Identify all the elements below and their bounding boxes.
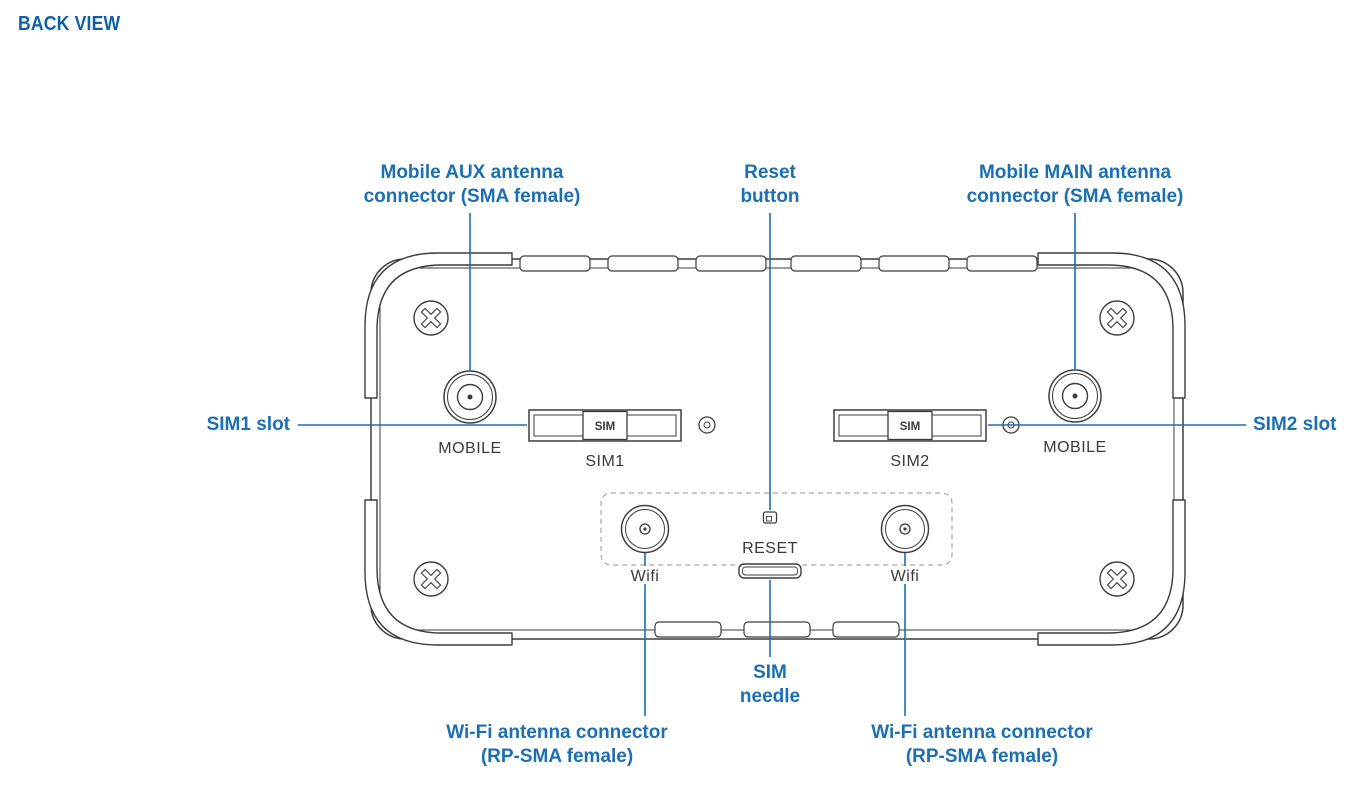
sim1-slot: SIM (528, 409, 682, 442)
wifi-right-connector (880, 504, 930, 554)
sim2-tray-label: SIM (900, 421, 920, 433)
vent-slot (966, 255, 1038, 272)
screw-top-right (1099, 300, 1135, 336)
vent-slot (519, 255, 591, 272)
callout-reset-line1: Reset (744, 162, 796, 183)
bumper-top-right (1037, 252, 1186, 399)
top-vent-slots (519, 255, 1038, 272)
callout-wifi-left-line1: Wi-Fi antenna connector (446, 722, 668, 743)
callout-sim1-label: SIM1 slot (206, 414, 290, 435)
callout-mobile-main-line2: connector (SMA female) (966, 186, 1184, 207)
sim2-label: SIM2 (890, 453, 929, 470)
screw-bottom-left (413, 561, 449, 597)
callout-mobile-aux: Mobile AUX antenna connector (SMA female… (337, 161, 607, 209)
leader-lines (298, 213, 1246, 716)
mobile-left-label: MOBILE (438, 440, 501, 457)
vent-slot (695, 255, 767, 272)
vent-slot (654, 621, 722, 638)
mobile-main-connector (1048, 369, 1102, 423)
callout-wifi-left: Wi-Fi antenna connector (RP-SMA female) (422, 721, 692, 769)
corner-bumpers (364, 252, 1186, 646)
callout-sim-needle: SIM needle (715, 661, 825, 709)
bumper-bottom-left (364, 499, 513, 646)
vent-slot (832, 621, 900, 638)
callout-mobile-main-line1: Mobile MAIN antenna (978, 162, 1172, 183)
reset-button (762, 511, 778, 524)
callout-mobile-aux-line1: Mobile AUX antenna (380, 162, 564, 183)
screw-bottom-right (1099, 561, 1135, 597)
vent-slot (607, 255, 679, 272)
wifi-left-connector (620, 504, 670, 554)
vent-slot (790, 255, 862, 272)
bumper-top-left (364, 252, 513, 399)
sim-needle-holder (738, 563, 802, 579)
wifi-left-label-bg (626, 566, 664, 584)
bumper-bottom-right (1037, 499, 1186, 646)
callout-wifi-left-line2: (RP-SMA female) (480, 746, 634, 767)
callout-reset: Reset button (705, 161, 835, 209)
bottom-vent-slots (654, 621, 900, 638)
callout-wifi-right-line1: Wi-Fi antenna connector (871, 722, 1093, 743)
callout-sim2-label: SIM2 slot (1253, 414, 1337, 435)
callout-mobile-main: Mobile MAIN antenna connector (SMA femal… (940, 161, 1210, 209)
wifi-right-label-bg (886, 566, 924, 584)
callout-sim-needle-line2: needle (739, 686, 801, 707)
page-title: BACK VIEW (18, 13, 121, 35)
callout-mobile-aux-line2: connector (SMA female) (363, 186, 581, 207)
sim1-label: SIM1 (585, 453, 624, 470)
sim1-screw-hole (698, 416, 716, 434)
device-labels: MOBILE MOBILE SIM1 SIM2 RESET Wifi Wifi (438, 439, 1106, 585)
sim2-slot: SIM (833, 409, 987, 442)
mobile-right-label: MOBILE (1043, 439, 1106, 456)
callout-wifi-right: Wi-Fi antenna connector (RP-SMA female) (847, 721, 1117, 769)
callout-sim2: SIM2 slot (1253, 413, 1368, 437)
reset-label: RESET (742, 540, 798, 557)
vent-slot (878, 255, 950, 272)
screw-top-left (413, 300, 449, 336)
wifi-left-label: Wifi (631, 568, 660, 585)
mobile-aux-connector (443, 370, 497, 424)
callout-sim-needle-line1: SIM (753, 662, 787, 683)
callout-sim1: SIM1 slot (175, 413, 290, 437)
callout-reset-line2: button (740, 186, 800, 207)
router-body (370, 258, 1184, 640)
wifi-right-label: Wifi (891, 568, 920, 585)
sim1-tray-label: SIM (595, 421, 615, 433)
callout-wifi-right-line2: (RP-SMA female) (905, 746, 1059, 767)
vent-slot (743, 621, 811, 638)
